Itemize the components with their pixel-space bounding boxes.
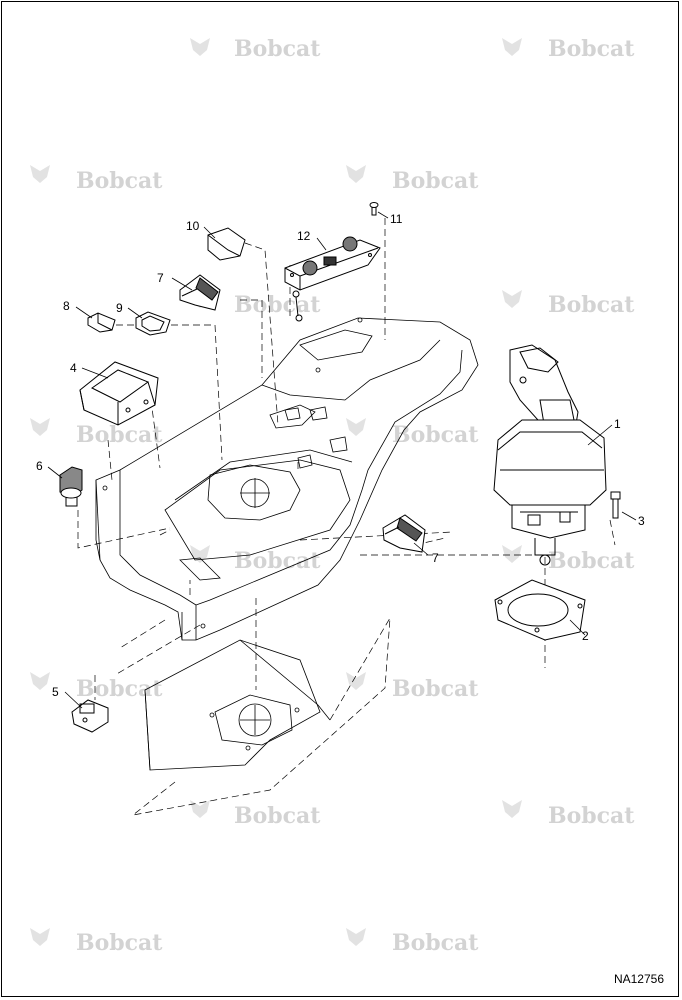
watermark: Bobcat: [548, 292, 635, 318]
screw: [369, 202, 379, 216]
watermark-logo: [30, 672, 50, 690]
callout-2: 2: [582, 629, 589, 643]
watermark-logo: [346, 672, 366, 690]
watermark: Bobcat: [76, 930, 163, 956]
bolt: [610, 491, 621, 519]
switch: [71, 699, 109, 733]
callout-11: 11: [390, 212, 403, 226]
joystick: [493, 344, 607, 566]
watermark-layer: Bobcat Bobcat Bobcat Bobcat Bobcat Bobca…: [30, 36, 635, 956]
watermark-logo: [502, 290, 522, 308]
storage-tray: [79, 361, 159, 426]
watermark: Bobcat: [76, 676, 163, 702]
callout-6: 6: [36, 459, 43, 473]
watermark: Bobcat: [392, 168, 479, 194]
watermark: Bobcat: [392, 676, 479, 702]
leader-6: [47, 466, 63, 479]
watermark-logo: [30, 928, 50, 946]
callout-labels: 1 2 3 4 5 6 7 7 8 9 10 11 12: [36, 212, 645, 699]
watermark-logo: [502, 38, 522, 56]
watermark: Bobcat: [234, 548, 321, 574]
watermark: Bobcat: [548, 803, 635, 829]
watermark-logo: [190, 800, 210, 818]
rocker-switch-lower: [382, 514, 426, 553]
leader-7a: [171, 277, 193, 291]
joystick-mount-plate: [494, 579, 586, 641]
key-switch: [59, 466, 83, 507]
callout-9: 9: [116, 301, 123, 315]
plug: [87, 312, 116, 333]
watermark-logo: [190, 38, 210, 56]
callout-12: 12: [297, 229, 311, 243]
leader-9: [127, 307, 143, 319]
watermark: Bobcat: [234, 292, 321, 318]
watermark: Bobcat: [76, 168, 163, 194]
leader-4: [81, 367, 109, 379]
watermark-logo: [30, 418, 50, 436]
callout-1: 1: [614, 417, 621, 431]
rocker-switch-upper: [179, 274, 221, 311]
leader-8: [75, 306, 93, 319]
callout-7: 7: [157, 271, 164, 285]
callout-8: 8: [63, 299, 70, 313]
callout-leaders: [47, 211, 637, 709]
watermark-logo: [190, 545, 210, 563]
leader-3: [621, 511, 637, 521]
leader-12: [316, 237, 327, 251]
watermark: Bobcat: [392, 422, 479, 448]
cover-plate: [207, 227, 246, 261]
watermark-logo: [346, 165, 366, 183]
floor-plate: [144, 639, 331, 771]
watermark: Bobcat: [234, 36, 321, 62]
callout-10: 10: [186, 219, 200, 233]
console-housing: [95, 317, 479, 641]
leader-5: [64, 691, 83, 709]
watermark: Bobcat: [76, 422, 163, 448]
callout-5: 5: [52, 685, 59, 699]
control-panel: [284, 236, 381, 322]
callout-3: 3: [638, 514, 645, 528]
document-id: NA12756: [613, 972, 664, 986]
watermark: Bobcat: [234, 803, 321, 829]
assembly-lines: [77, 218, 616, 816]
leader-2: [569, 619, 586, 636]
leader-7b: [413, 542, 429, 556]
watermark-logo: [30, 165, 50, 183]
bezel: [135, 311, 171, 336]
watermark-logo: [346, 418, 366, 436]
watermark-logo: [502, 800, 522, 818]
watermark: Bobcat: [392, 930, 479, 956]
watermark-logo: [346, 928, 366, 946]
leader-1: [587, 424, 613, 446]
leader-11: [377, 211, 389, 219]
watermark: Bobcat: [548, 548, 635, 574]
watermark-logo: [502, 545, 522, 563]
callout-4: 4: [70, 361, 77, 375]
callout-7: 7: [432, 551, 439, 565]
watermark: Bobcat: [548, 36, 635, 62]
leader-10: [203, 226, 216, 239]
